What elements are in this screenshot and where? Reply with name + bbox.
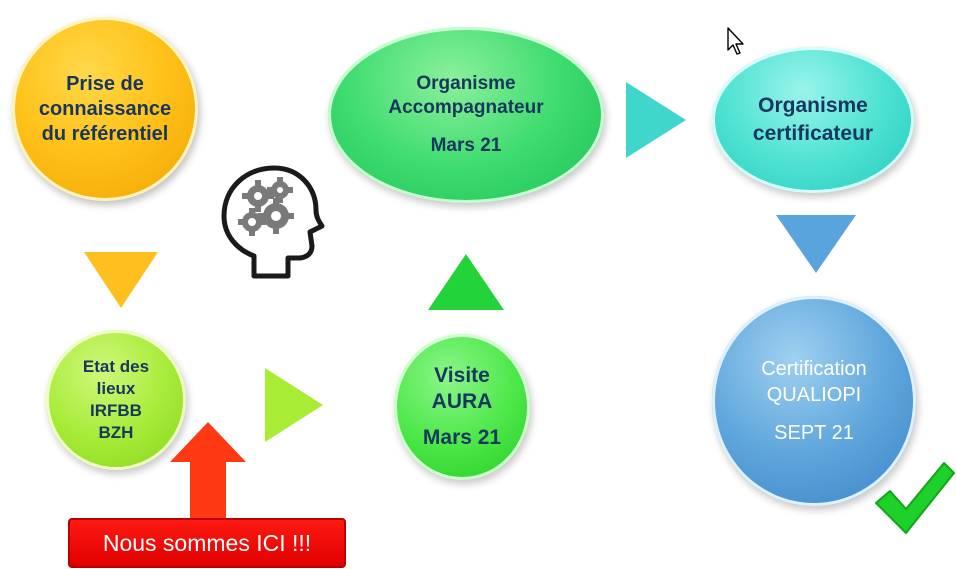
node-etat-des-lieux: Etat des lieux IRFBB BZH	[46, 330, 186, 470]
node-text: Etat des	[82, 357, 150, 376]
node-date: Mars 21	[422, 426, 502, 449]
node-text: Visite	[434, 364, 490, 387]
node-text: Organisme	[758, 94, 868, 117]
arrow-up-icon	[170, 422, 246, 518]
node-organisme-accompagnateur: Organisme Accompagnateur Mars 21	[328, 27, 604, 203]
node-certification-qualiopi: Certification QUALIOPI SEPT 21	[712, 296, 916, 506]
head-gears-icon	[221, 165, 325, 279]
arrow-down-icon	[84, 252, 158, 308]
node-text: IRFBB	[90, 401, 142, 420]
node-text: du référentiel	[41, 122, 169, 145]
node-text: BZH	[98, 423, 134, 442]
node-visite-aura: Visite AURA Mars 21	[394, 334, 530, 480]
callout-text: Nous sommes ICI !!!	[102, 529, 312, 556]
node-text: AURA	[431, 390, 493, 413]
arrow-right-icon	[265, 368, 323, 442]
node-text: lieux	[96, 379, 136, 398]
checkmark-icon	[875, 462, 955, 534]
node-text: Prise de	[66, 72, 144, 95]
here-callout: Nous sommes ICI !!!	[68, 518, 346, 568]
node-text: certificateur	[752, 122, 874, 145]
arrow-down-icon	[776, 215, 856, 273]
arrow-right-icon	[626, 82, 686, 158]
node-date: SEPT 21	[774, 422, 854, 444]
cursor-icon	[727, 27, 744, 55]
node-text: Accompagnateur	[388, 97, 544, 118]
arrow-up-icon	[428, 254, 504, 310]
node-text: QUALIOPI	[766, 384, 862, 406]
node-text: Certification	[761, 358, 867, 380]
node-prise-de-connaissance: Prise de connaissance du référentiel	[12, 17, 198, 201]
node-text: Organisme	[416, 73, 516, 94]
node-organisme-certificateur: Organisme certificateur	[712, 47, 914, 193]
node-text: connaissance	[38, 97, 172, 120]
node-date: Mars 21	[430, 135, 502, 156]
